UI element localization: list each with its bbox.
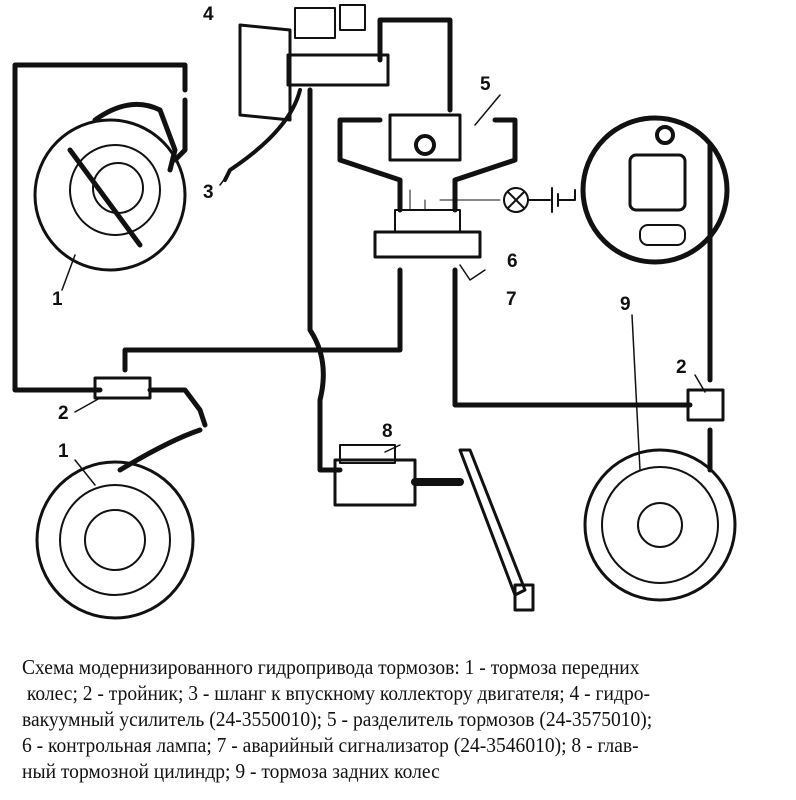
label-2-right: 2 xyxy=(676,357,687,378)
label-8: 8 xyxy=(382,421,393,442)
caption-line: вакуумный усилитель (24-3550010); 5 - ра… xyxy=(22,707,653,731)
tee-right xyxy=(686,388,725,422)
caption-line: колес; 2 - тройник; 3 - шланг к впускном… xyxy=(22,681,650,705)
rear-brake-bottom-right xyxy=(583,448,737,602)
master-cylinder xyxy=(333,444,535,612)
label-4: 4 xyxy=(203,4,214,25)
alarm-signaller xyxy=(373,189,501,259)
label-7: 7 xyxy=(506,289,517,310)
brake-pipes xyxy=(12,17,713,473)
label-1-top: 1 xyxy=(52,289,63,310)
warning-lamp xyxy=(503,187,576,213)
caption-line: ный тормозной цилиндр; 9 - тормоза задни… xyxy=(22,759,440,783)
label-3: 3 xyxy=(203,182,214,203)
front-brake-bottom-left xyxy=(35,427,203,620)
front-brake-top-left xyxy=(33,101,187,272)
brake-splitter xyxy=(388,113,462,162)
leader-lines xyxy=(61,94,706,486)
label-1-bottom: 1 xyxy=(58,441,69,462)
label-2-left: 2 xyxy=(58,403,69,424)
label-5: 5 xyxy=(480,74,491,95)
brake-system-diagram xyxy=(12,4,737,620)
caption-line: Схема модернизированного гидропривода то… xyxy=(22,655,640,679)
caption-line: 6 - контрольная лампа; 7 - аварийный сиг… xyxy=(22,733,639,757)
rear-brake-top-right xyxy=(580,115,730,265)
label-9: 9 xyxy=(620,294,631,315)
vacuum-booster xyxy=(223,4,390,182)
label-6: 6 xyxy=(507,251,518,272)
tee-left xyxy=(93,376,152,400)
figure-caption: Схема модернизированного гидропривода то… xyxy=(22,654,700,784)
